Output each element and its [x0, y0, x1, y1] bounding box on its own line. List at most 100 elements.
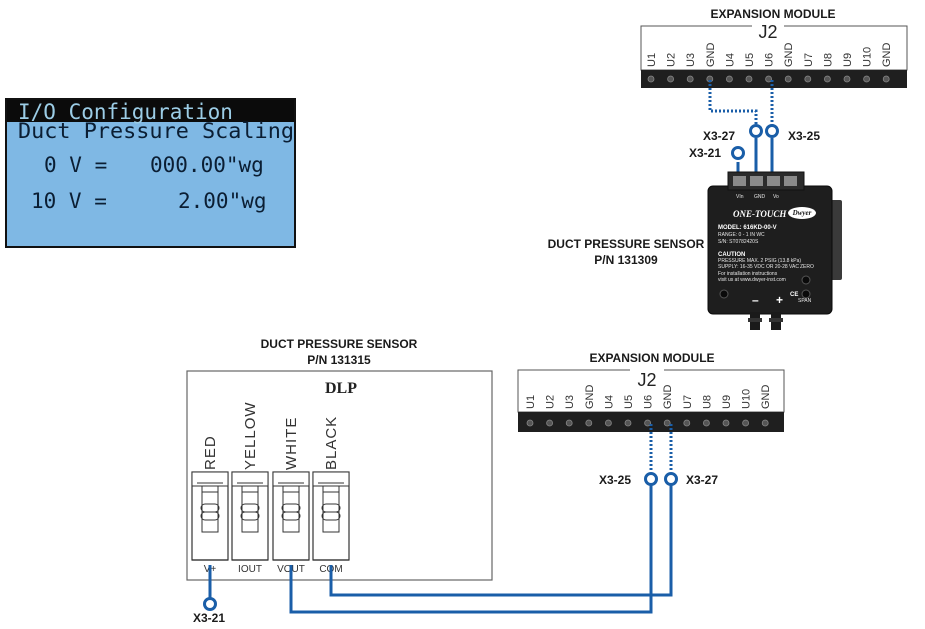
- bottom_module-terminal-screw: [526, 419, 534, 427]
- bottom_module-terminal-screw: [663, 419, 671, 427]
- bottom_module-terminal-label: U1: [525, 395, 537, 409]
- top_module-terminal-screw: [726, 75, 733, 83]
- top_module-terminal-label: U8: [822, 53, 834, 67]
- bottom_module-terminal-screw: [703, 419, 710, 427]
- top_module-terminal-label: U9: [842, 53, 854, 67]
- top-sensor-title: DUCT PRESSURE SENSOR: [548, 237, 705, 251]
- bottom-wire-x3-27-label: X3-27: [686, 473, 718, 487]
- top-module-connector: J2: [758, 22, 777, 42]
- dlp-wire-color-label: RED: [202, 435, 219, 470]
- top_module-terminal-label: GND: [705, 43, 717, 68]
- dwyer-model: MODEL: 616KD-00-V: [718, 225, 777, 231]
- bottom_module-terminal-screw: [722, 419, 730, 427]
- dwyer-brand: ONE-TOUCH: [733, 209, 787, 219]
- bottom-module-screws: [526, 419, 769, 427]
- bottom-sensor-title: DUCT PRESSURE SENSOR: [261, 337, 418, 351]
- lcd-title: I/O Configuration: [18, 100, 233, 124]
- bottom-sensor-part: P/N 131315: [307, 353, 371, 367]
- bottom_module-terminal-screw: [565, 419, 573, 427]
- dwyer-minus: –: [752, 293, 759, 307]
- dlp-x3-21-ring: [203, 597, 217, 611]
- top-module-screws: [647, 75, 890, 83]
- top_module-terminal-label: U3: [685, 53, 697, 67]
- dwyer-caution-4: visit us at www.dwyer-inst.com: [718, 277, 786, 283]
- bottom_module-terminal-label: U9: [721, 395, 733, 409]
- bottom_module-terminal-screw: [605, 419, 612, 427]
- dlp-wire-color-label: WHITE: [283, 417, 300, 470]
- top_module-terminal-screw: [863, 75, 870, 83]
- top_module-terminal-screw: [804, 75, 812, 83]
- top_module-terminal-screw: [843, 75, 851, 83]
- bottom_module-terminal-label: GND: [662, 385, 674, 410]
- dwyer-term-vo: Vo: [773, 194, 779, 200]
- bottom_module-terminal-label: GND: [760, 385, 772, 410]
- bottom_module-terminal-screw: [644, 419, 651, 427]
- dwyer-range: RANGE: 0 - 1 IN WC: [718, 232, 765, 238]
- bottom_module-terminal-label: U5: [623, 395, 635, 409]
- top_module-terminal-screw: [765, 75, 772, 83]
- lcd-subtitle: Duct Pressure Scaling: [18, 119, 294, 143]
- dlp-wire-color-label: YELLOW: [242, 401, 259, 470]
- top_module-terminal-screw: [824, 75, 831, 83]
- dlp-title: DLP: [325, 380, 357, 397]
- top_module-terminal-screw: [667, 75, 674, 83]
- bottom-module-dotted-wires: [649, 424, 673, 472]
- top-sensor-part: P/N 131309: [594, 253, 658, 267]
- bottom_module-terminal-label: U6: [643, 395, 655, 409]
- dlp-x3-21-label: X3-21: [193, 611, 225, 625]
- bottom_module-terminal-screw: [546, 419, 553, 427]
- wire-x3-25-ring: [765, 124, 779, 138]
- top_module-terminal-label: U10: [862, 47, 874, 67]
- bottom_module-terminal-screw: [761, 419, 769, 427]
- bottom_module-terminal-label: U2: [545, 395, 557, 409]
- bottom-module-title: EXPANSION MODULE: [589, 351, 714, 365]
- lcd-row2-label: 10 V =: [31, 189, 107, 213]
- dwyer-sensor-device: VIn GND Vo ONE-TOUCH Dwyer MODEL: 616KD-…: [707, 171, 842, 330]
- wire-x3-27-ring: [749, 124, 763, 138]
- dwyer-caution-1: PRESSURE MAX. 2 PSIG (13.8 kPa): [718, 258, 801, 264]
- top-wire-x3-21-label: X3-21: [689, 146, 721, 160]
- bottom_module-terminal-screw: [742, 419, 749, 427]
- top-module-dotted-wires: [708, 80, 774, 125]
- dwyer-ce: CE: [790, 292, 798, 298]
- dwyer-caution: CAUTION: [718, 252, 745, 258]
- top_module-terminal-screw: [686, 75, 694, 83]
- top_module-terminal-label: U1: [646, 53, 658, 67]
- dwyer-logo: Dwyer: [792, 209, 812, 217]
- bottom-x3-27-ring: [664, 472, 678, 486]
- bottom_module-terminal-label: U4: [603, 395, 615, 409]
- top_module-terminal-screw: [745, 75, 753, 83]
- top_module-terminal-screw: [784, 75, 792, 83]
- dwyer-zero: ZERO: [800, 264, 814, 270]
- bottom-module-connector: J2: [637, 370, 656, 390]
- top-wire-x3-25-label: X3-25: [788, 129, 820, 143]
- top_module-terminal-label: U4: [724, 53, 736, 67]
- dwyer-term-vin: VIn: [736, 194, 744, 200]
- lcd-row2-value: 2.00"wg: [178, 189, 267, 213]
- lcd-display: I/O Configuration Duct Pressure Scaling …: [5, 98, 296, 248]
- dlp-pin-label: IOUT: [238, 564, 262, 575]
- bottom_module-terminal-label: U10: [741, 389, 753, 409]
- top_module-terminal-label: U5: [744, 53, 756, 67]
- bottom_module-terminal-screw: [683, 419, 691, 427]
- wire-x3-21-ring: [731, 146, 745, 160]
- bottom_module-terminal-label: U3: [564, 395, 576, 409]
- top_module-terminal-label: U2: [666, 53, 678, 67]
- lcd-row1-label: 0 V =: [44, 153, 107, 177]
- dwyer-span: SPAN: [798, 298, 812, 304]
- lcd-row1-value: 000.00"wg: [150, 153, 264, 177]
- top-module-title: EXPANSION MODULE: [710, 7, 835, 21]
- dwyer-sn: S/N: ST0782420S: [718, 239, 759, 245]
- top_module-terminal-label: GND: [783, 43, 795, 68]
- bottom_module-terminal-screw: [624, 419, 632, 427]
- top-sensor-wire-terminals: [731, 124, 779, 160]
- bottom-wire-x3-25-label: X3-25: [599, 473, 631, 487]
- bottom-solid-wires: [208, 485, 673, 614]
- dlp-wire-color-label: BLACK: [323, 416, 340, 470]
